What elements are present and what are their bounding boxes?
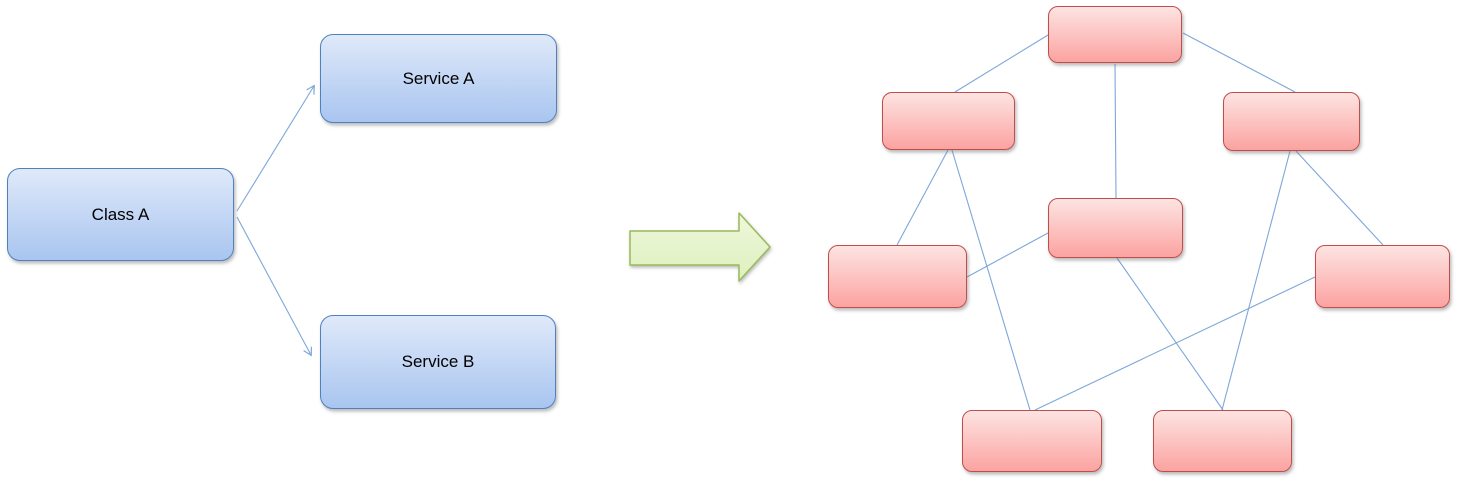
node-service-a: Service A — [320, 34, 557, 123]
edge-n4-n5 — [966, 232, 1049, 278]
edge-class-a-service-b — [236, 216, 311, 355]
node-n6 — [1315, 245, 1450, 308]
edge-n4-n8 — [1116, 257, 1224, 411]
edge-n1-n4 — [1114, 63, 1117, 199]
node-n1 — [1048, 6, 1182, 63]
edge-n1-n3 — [1182, 32, 1296, 93]
node-n2 — [882, 92, 1015, 150]
node-n7 — [962, 410, 1102, 472]
right-block-arrow — [629, 212, 771, 282]
node-n4 — [1048, 198, 1183, 258]
node-n5 — [828, 245, 967, 308]
node-service-b: Service B — [320, 315, 556, 409]
node-service-a-label: Service A — [402, 68, 475, 88]
node-class-a: Class A — [7, 168, 234, 261]
node-n8 — [1153, 410, 1292, 472]
node-service-b-label: Service B — [401, 352, 475, 371]
edge-n6-n7 — [1034, 276, 1316, 411]
node-class-a-label: Class A — [91, 204, 150, 224]
edge-n3-n6 — [1295, 150, 1384, 246]
edge-n2-n5 — [896, 149, 949, 246]
node-n3 — [1223, 92, 1360, 151]
edge-n3-n8 — [1221, 150, 1291, 411]
edge-class-a-service-a — [236, 86, 314, 212]
edge-n1-n2 — [954, 34, 1049, 93]
